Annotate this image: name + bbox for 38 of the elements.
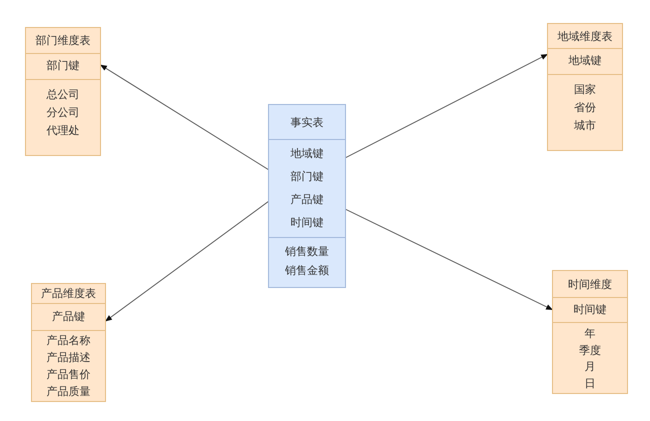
table-title: 地域维度表 [558,28,612,44]
arrow [100,64,270,170]
dimension-table [552,270,628,394]
arrow [344,54,548,158]
field-name: 总公司 [46,87,80,103]
field-name: 分公司 [46,105,80,121]
table-title: 事实表 [290,114,324,130]
field-name: 省份 [574,100,596,116]
field-name: 产品名称 [46,333,90,349]
table-title: 部门维度表 [36,33,90,48]
field-name: 年 [584,326,596,342]
table-title: 时间维度 [568,276,612,292]
arrow [344,208,554,310]
field-name: 产品键 [52,309,85,324]
dimension-table [25,27,101,156]
table-title: 产品维度表 [41,286,96,301]
field-name: 国家 [574,82,596,98]
field-name: 产品质量 [46,384,90,400]
field-name: 时间键 [574,302,606,317]
dimension-table [31,283,106,402]
field-name: 季度 [579,342,601,358]
field-name: 产品售价 [46,367,90,383]
fact-table [268,104,346,288]
field-name: 地域键 [568,54,602,68]
field-name: 销售数量 [285,244,329,260]
field-name: 代理处 [46,123,80,139]
field-name: 城市 [574,118,596,134]
field-name: 时间键 [290,215,324,231]
field-name: 月 [584,359,596,375]
field-name: 产品描述 [46,350,90,366]
dimension-table [547,23,623,151]
field-name: 部门键 [290,169,324,185]
field-name: 销售金额 [285,263,329,279]
arrow [104,200,270,322]
field-name: 地域键 [290,146,324,162]
field-name: 日 [584,376,596,392]
field-name: 产品键 [290,192,324,208]
field-name: 部门键 [46,59,80,73]
